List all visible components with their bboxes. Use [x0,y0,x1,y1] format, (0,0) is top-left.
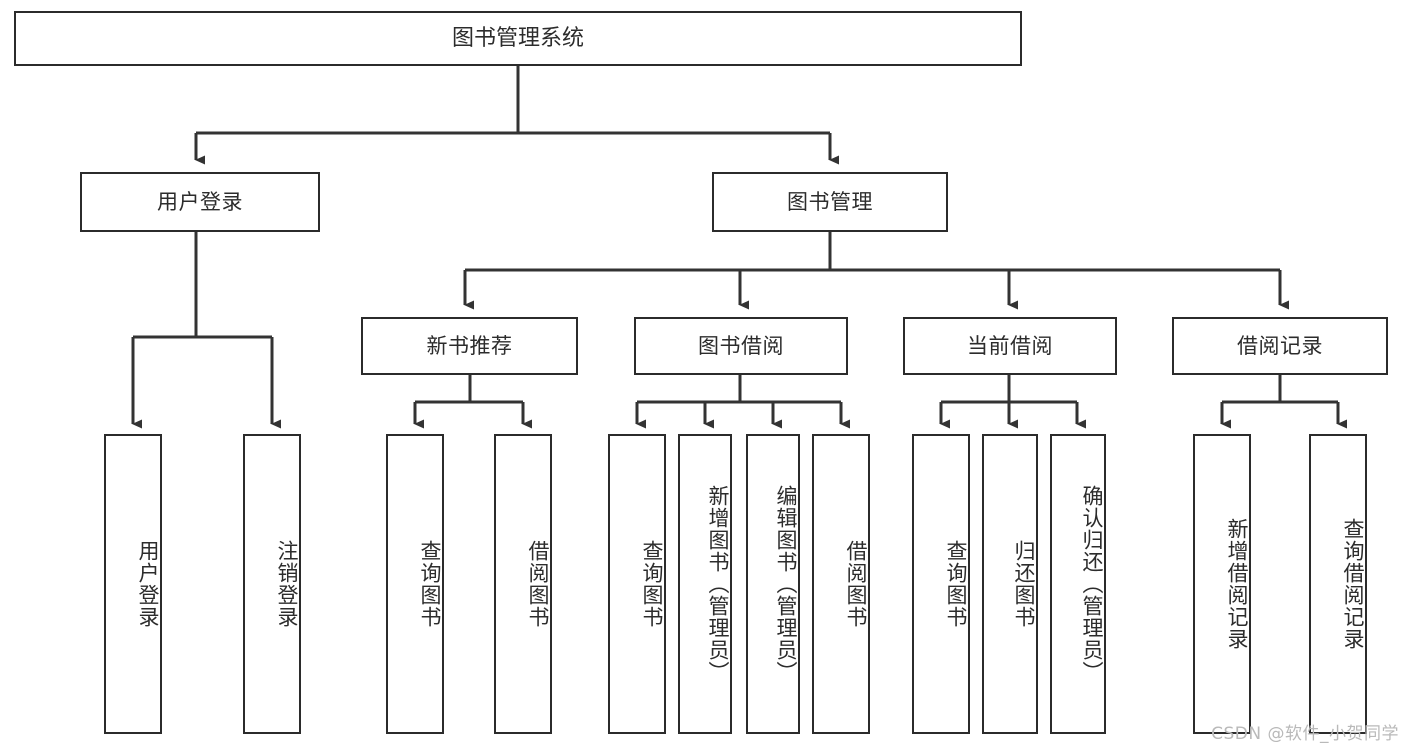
node-root[interactable]: 图书管理系统 [14,11,1022,66]
node-leaf-borrow-book-2[interactable]: 借阅图书 [812,434,870,734]
node-leaf-return-book[interactable]: 归还图书 [982,434,1038,734]
node-leaf-logout-login-label: 注销登录 [275,540,299,628]
node-book-borrow-label: 图书借阅 [698,333,784,358]
csdn-watermark: CSDN @软件_小贺同学 [1211,724,1399,744]
node-leaf-borrow-book-1-label: 借阅图书 [526,540,550,628]
node-leaf-return-book-label: 归还图书 [1012,540,1036,628]
node-leaf-confirm-return-label: 确认归还（管理员） [1080,485,1104,683]
node-leaf-edit-book[interactable]: 编辑图书（管理员） [746,434,800,734]
node-leaf-add-book-label: 新增图书（管理员） [706,485,730,683]
node-user-login[interactable]: 用户登录 [80,172,320,232]
node-leaf-add-book[interactable]: 新增图书（管理员） [678,434,732,734]
node-leaf-query-book-1-label: 查询图书 [418,540,442,628]
node-book-manage[interactable]: 图书管理 [712,172,948,232]
node-book-borrow[interactable]: 图书借阅 [634,317,848,375]
node-user-login-label: 用户登录 [157,189,243,214]
node-leaf-query-record-label: 查询借阅记录 [1341,518,1365,650]
node-leaf-query-book-2[interactable]: 查询图书 [608,434,666,734]
node-leaf-query-book-1[interactable]: 查询图书 [386,434,444,734]
node-borrow-record-label: 借阅记录 [1237,333,1323,358]
node-leaf-edit-book-label: 编辑图书（管理员） [774,485,798,683]
node-leaf-query-book-3[interactable]: 查询图书 [912,434,970,734]
node-leaf-confirm-return[interactable]: 确认归还（管理员） [1050,434,1106,734]
node-current-borrow-label: 当前借阅 [967,333,1053,358]
node-leaf-add-record[interactable]: 新增借阅记录 [1193,434,1251,734]
node-book-manage-label: 图书管理 [787,189,873,214]
node-new-book-recommend[interactable]: 新书推荐 [361,317,578,375]
node-leaf-borrow-book-2-label: 借阅图书 [844,540,868,628]
node-leaf-user-login-label: 用户登录 [136,540,160,628]
node-leaf-query-book-2-label: 查询图书 [640,540,664,628]
node-leaf-query-record[interactable]: 查询借阅记录 [1309,434,1367,734]
node-borrow-record[interactable]: 借阅记录 [1172,317,1388,375]
node-current-borrow[interactable]: 当前借阅 [903,317,1117,375]
node-leaf-add-record-label: 新增借阅记录 [1225,518,1249,650]
node-leaf-logout-login[interactable]: 注销登录 [243,434,301,734]
node-leaf-borrow-book-1[interactable]: 借阅图书 [494,434,552,734]
node-new-book-recommend-label: 新书推荐 [426,333,513,358]
node-leaf-query-book-3-label: 查询图书 [944,540,968,628]
node-root-label: 图书管理系统 [451,25,584,51]
node-leaf-user-login[interactable]: 用户登录 [104,434,162,734]
